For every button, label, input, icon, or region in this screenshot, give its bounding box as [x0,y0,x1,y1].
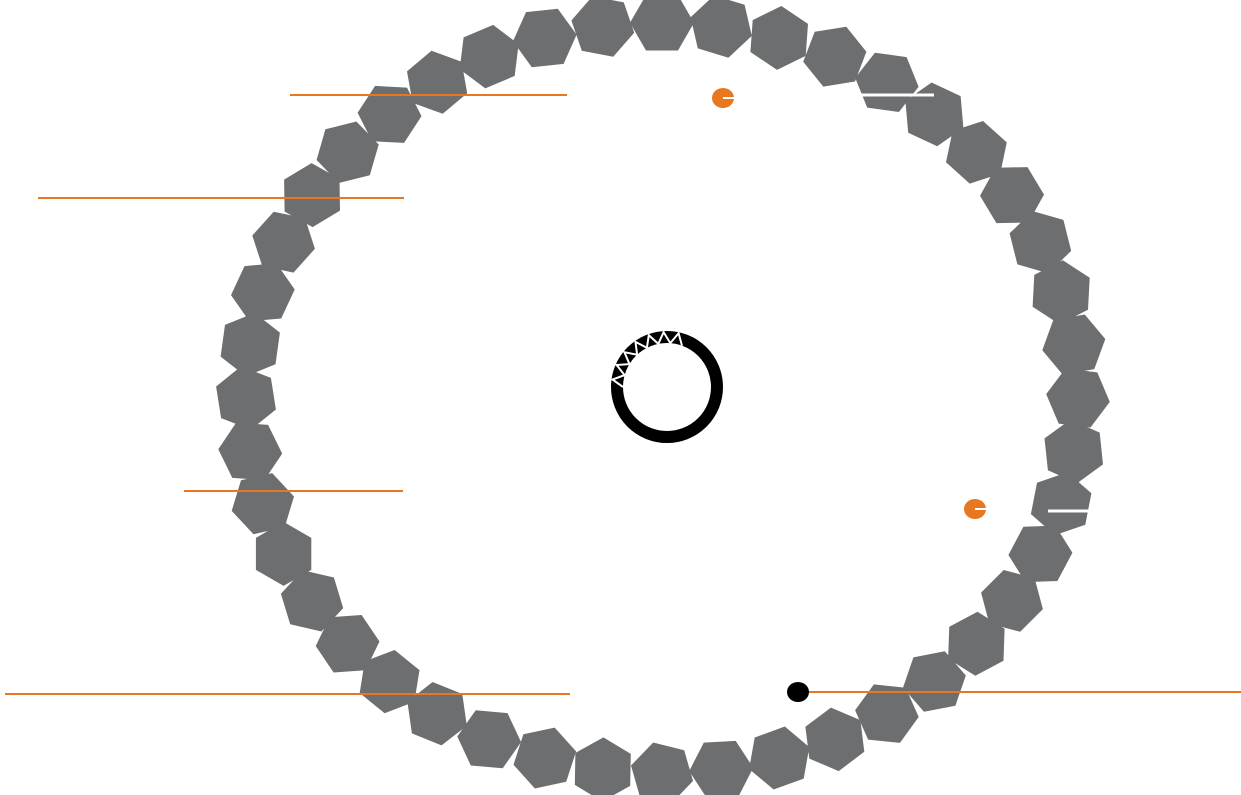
hexagon-ring [216,0,1110,795]
hexagon-15 [1008,526,1072,583]
hexagon-1 [630,0,694,51]
center-marker [613,332,718,437]
hexagon-36 [231,263,295,321]
hexagon-44 [571,0,634,57]
hexagon-25 [514,728,577,789]
hexagon-3 [750,6,808,70]
hexagon-13 [1045,420,1104,484]
hexagon-35 [221,313,280,376]
hexagon-24 [575,737,631,795]
markers [712,88,987,702]
hexagon-33 [218,423,282,481]
hexagon-22 [689,741,753,795]
center-ring [617,337,717,437]
hexagon-26 [457,710,521,768]
hexagon-32 [232,473,294,534]
hexagon-2 [691,0,752,58]
hexagon-20 [805,708,864,772]
hexagon-11 [1042,315,1105,375]
hexagon-41 [407,51,467,114]
hexagon-23 [631,743,693,795]
hexagon-43 [513,9,577,67]
hexagon-12 [1046,369,1110,428]
hexagon-21 [749,727,809,790]
hexagon-14 [1031,472,1092,535]
black-marker-bottom [787,682,809,702]
hexagon-42 [460,25,519,89]
